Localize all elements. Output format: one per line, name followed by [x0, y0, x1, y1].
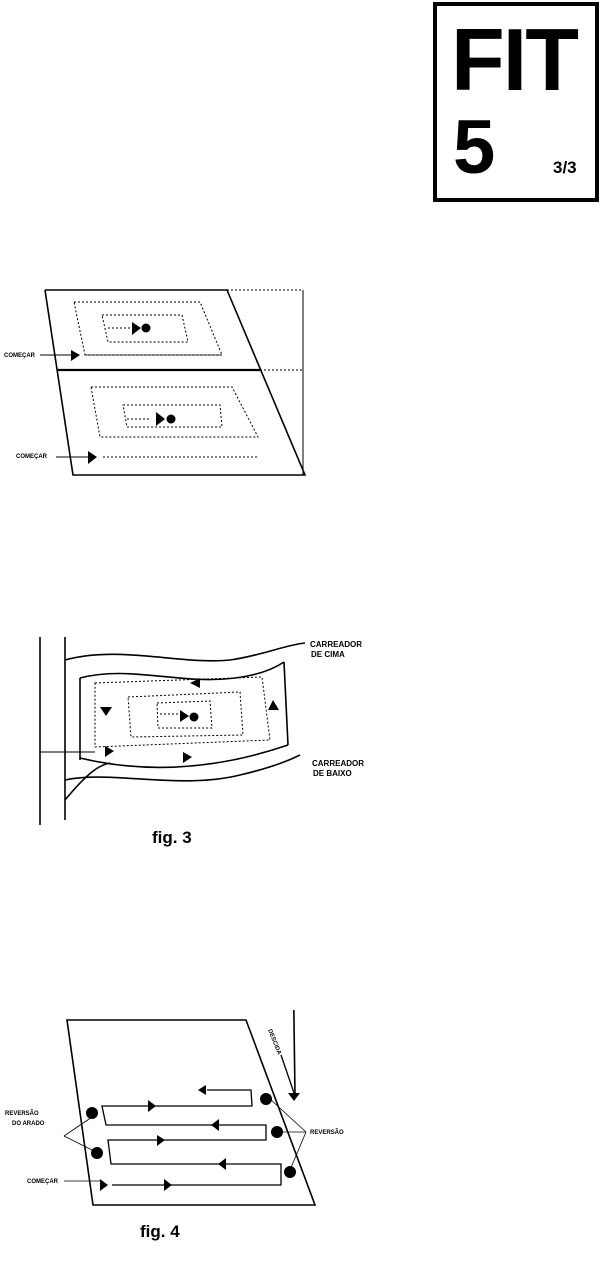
badge-page: 3/3	[553, 158, 577, 177]
start-label: COMEÇAR	[27, 1179, 59, 1185]
reversal-label: REVERSÃO	[310, 1129, 344, 1136]
start-label-bottom: COMEÇAR	[16, 454, 48, 460]
figure-4-plowing-pattern: REVERSÃO DO ARADO REVERSÃO COMEÇAR DESCI…	[5, 1010, 344, 1206]
badge-number: 5	[453, 105, 496, 190]
fig3-caption: fig. 3	[152, 828, 192, 847]
top-road-lower	[79, 661, 285, 681]
figure-3-contour-field: CARREADOR DE CIMA CARREADOR DE BAIXO	[39, 637, 364, 825]
slope-label: DESCIDA	[266, 1029, 282, 1057]
fit-badge: FIT 5 3/3	[433, 2, 599, 202]
plow-reversal-label-1: REVERSÃO	[5, 1110, 39, 1117]
badge-title: FIT	[451, 10, 579, 109]
figure-1-spiral-fields: COMEÇAR COMEÇAR	[4, 289, 307, 476]
top-road-label-2: DE CIMA	[311, 650, 345, 659]
bottom-road-label-1: CARREADOR	[312, 759, 364, 768]
bottom-road-label-2: DE BAIXO	[313, 769, 352, 778]
start-label-top: COMEÇAR	[4, 353, 36, 359]
field-outline	[66, 1019, 317, 1206]
plow-reversal-label-2: DO ARADO	[12, 1121, 45, 1127]
bottom-road-lower	[64, 754, 301, 782]
top-road-upper	[64, 642, 306, 662]
fig4-caption: fig. 4	[140, 1222, 180, 1241]
bottom-road-upper	[79, 744, 289, 769]
top-road-label-1: CARREADOR	[310, 640, 362, 649]
field-outline	[44, 289, 307, 476]
